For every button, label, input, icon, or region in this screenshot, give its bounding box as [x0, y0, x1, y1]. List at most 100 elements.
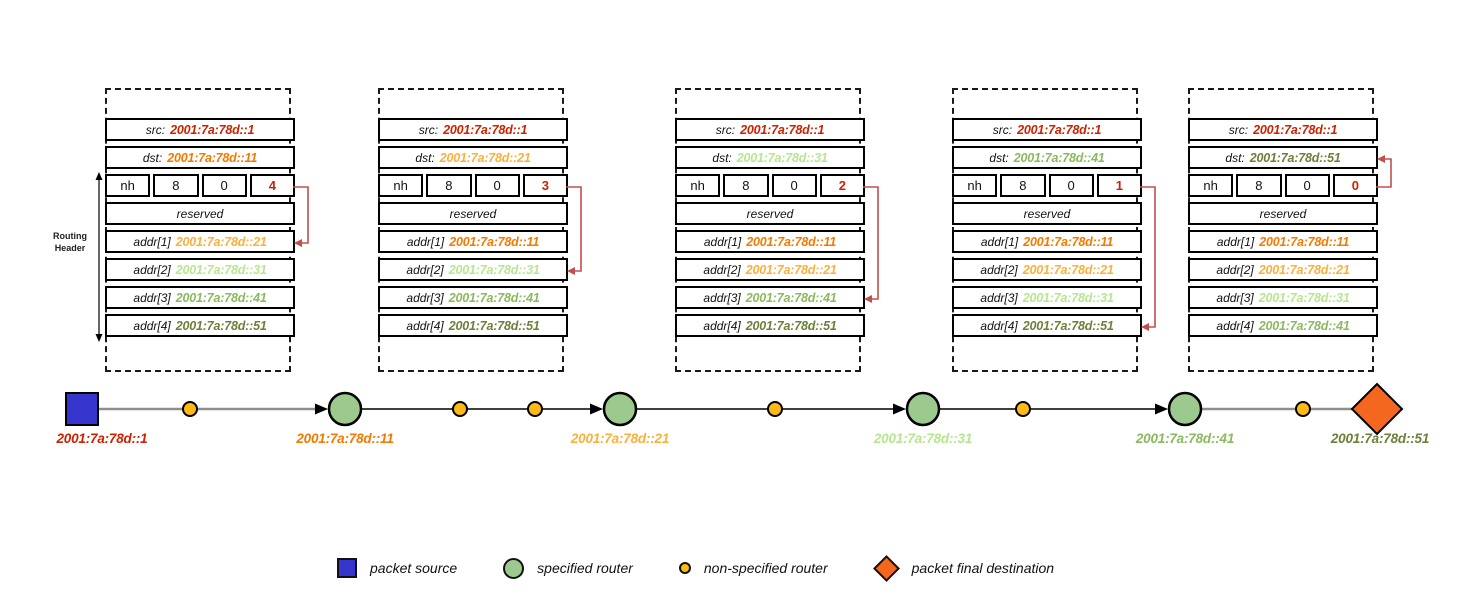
src-field-label: src: [145, 122, 166, 137]
packet-header-2: src: 2001:7a:78d::1 dst: 2001:7a:78d::21 n… [378, 88, 582, 372]
addr-value: 2001:7a:78d::51 [448, 318, 540, 333]
segments-left-pointer-arrow [863, 186, 879, 303]
addr-label: addr[1] [1216, 234, 1255, 249]
next-header-cell: nh [105, 174, 151, 197]
addr-row-2: addr[2]2001:7a:78d::21 [1188, 258, 1378, 281]
addr-label: addr[1] [980, 234, 1019, 249]
addr-row-4: addr[4] 2001:7a:78d::41 [1188, 314, 1378, 337]
addr-value: 2001:7a:78d::11 [746, 234, 837, 249]
addr-value: 2001:7a:78d::41 [448, 290, 540, 305]
legend-label: packet final destination [911, 560, 1055, 576]
src-row: src: 2001:7a:78d::1 [675, 118, 865, 141]
header-rows: src:2001:7a:78d::1 dst:2001:7a:78d::11 n… [105, 118, 295, 342]
src-address: 2001:7a:78d::1 [740, 122, 825, 137]
specified-router-icon [503, 557, 525, 579]
packet-source-icon [337, 558, 357, 578]
addr-row-3: addr[3] 2001:7a:78d::31 [952, 286, 1142, 309]
addr-row-1: addr[1]2001:7a:78d::11 [1188, 230, 1378, 253]
non-specified-router-dot [767, 401, 783, 417]
addr-label: addr[4] [406, 318, 444, 333]
segments-left-pointer-arrow [566, 186, 582, 275]
routing-header-label: Routing Header [53, 231, 87, 253]
src-row: src: 2001:7a:78d::1 [1188, 118, 1378, 141]
specified-router-node-1 [327, 391, 363, 427]
src-row: src:2001:7a:78d::1 [952, 118, 1142, 141]
src-address: 2001:7a:78d::1 [443, 122, 528, 137]
addr-value: 2001:7a:78d::31 [1022, 290, 1114, 305]
legend-label: non-specified router [703, 560, 828, 576]
addr-value: 2001:7a:78d::41 [175, 290, 267, 305]
addr-label: addr[3] [980, 290, 1018, 305]
addr-label: addr[4] [703, 318, 741, 333]
addr-label: addr[3] [406, 290, 444, 305]
specified-router-node-3 [905, 391, 941, 427]
addr-value: 2001:7a:78d::11 [1023, 234, 1114, 249]
addr-value: 2001:7a:78d::21 [1258, 262, 1350, 277]
addr-row-2: addr[2]2001:7a:78d::21 [675, 258, 865, 281]
network-path [65, 382, 1404, 436]
reserved-row: reserved [952, 202, 1142, 225]
routing-type-cell: 0 [771, 174, 817, 197]
packet-header-3: src: 2001:7a:78d::1 dst: 2001:7a:78d::31 n… [675, 88, 879, 372]
addr-row-1: addr[1]2001:7a:78d::11 [378, 230, 568, 253]
reserved-row: reserved [378, 202, 568, 225]
segments-left-cell: 1 [1096, 174, 1142, 197]
dst-field-label: dst: [415, 150, 435, 165]
non-specified-router-dot [182, 401, 198, 417]
addr-row-2: addr[2]2001:7a:78d::31 [105, 258, 295, 281]
dst-field-label: dst: [142, 150, 163, 165]
header-rows: src: 2001:7a:78d::1 dst: 2001:7a:78d::31 n… [675, 118, 865, 342]
addr-value: 2001:7a:78d::31 [448, 262, 540, 277]
addr-value: 2001:7a:78d::51 [175, 318, 267, 333]
next-header-cell: nh [378, 174, 424, 197]
next-header-cell: nh [952, 174, 998, 197]
dst-address: 2001:7a:78d::31 [736, 150, 828, 165]
reserved-row: reserved [675, 202, 865, 225]
packet-header-1: src:2001:7a:78d::1 dst:2001:7a:78d::11 n… [105, 88, 309, 372]
dst-address: 2001:7a:78d::21 [439, 150, 531, 165]
addr-row-3: addr[3]2001:7a:78d::31 [1188, 286, 1378, 309]
addr-value: 2001:7a:78d::51 [1022, 318, 1114, 333]
segments-left-pointer-arrow [1140, 186, 1156, 331]
src-field-label: src: [992, 122, 1013, 137]
segments-left-cell: 3 [522, 174, 568, 197]
src-field-label: src: [1228, 122, 1249, 137]
packet-header-5: src:2001:7a:78d::1 dst:2001:7a:78d::51 n… [1188, 88, 1392, 372]
dst-field-label: dst: [712, 150, 732, 165]
non-specified-router-dot [452, 401, 468, 417]
hdr-ext-len-cell: 8 [723, 174, 769, 197]
src-field-label: src: [418, 122, 439, 137]
packet-header-4: src:2001:7a:78d::1 dst: 2001:7a:78d::41 n… [952, 88, 1156, 372]
specified-router-node-4 [1167, 391, 1203, 427]
dst-address: 2001:7a:78d::41 [1013, 150, 1105, 165]
addr-label: addr[4] [133, 318, 171, 333]
node-label-router2: 2001:7a:78d::21 [570, 431, 670, 446]
addr-value: 2001:7a:78d::21 [745, 262, 837, 277]
addr-row-3: addr[3] 2001:7a:78d::41 [378, 286, 568, 309]
addr-value: 2001:7a:78d::31 [175, 262, 267, 277]
addr-value: 2001:7a:78d::31 [1258, 290, 1350, 305]
segments-left-pointer-arrow [1376, 155, 1392, 188]
addr-value: 2001:7a:78d::41 [745, 290, 837, 305]
dst-field-label: dst: [989, 150, 1009, 165]
routing-fields-row: nh 8 0 2 [675, 174, 865, 197]
addr-row-4: addr[4] 2001:7a:78d::51 [378, 314, 568, 337]
addr-label: addr[3] [703, 290, 741, 305]
segments-left-pointer-arrow [293, 186, 309, 247]
legend-label: packet source [370, 560, 458, 576]
packet-final-destination-icon [872, 554, 900, 582]
addr-row-4: addr[4] 2001:7a:78d::51 [675, 314, 865, 337]
addr-label: addr[1] [703, 234, 742, 249]
addr-value: 2001:7a:78d::41 [1258, 318, 1350, 333]
hdr-ext-len-cell: 8 [426, 174, 472, 197]
addr-value: 2001:7a:78d::21 [175, 234, 267, 249]
src-field-label: src: [715, 122, 736, 137]
legend-label: specified router [537, 560, 633, 576]
addr-value: 2001:7a:78d::51 [745, 318, 837, 333]
segments-left-cell: 0 [1332, 174, 1378, 197]
addr-row-1: addr[1] 2001:7a:78d::11 [675, 230, 865, 253]
src-address: 2001:7a:78d::1 [1253, 122, 1338, 137]
addr-label: addr[4] [1216, 318, 1254, 333]
addr-row-3: addr[3]2001:7a:78d::41 [105, 286, 295, 309]
segments-left-cell: 4 [249, 174, 295, 197]
